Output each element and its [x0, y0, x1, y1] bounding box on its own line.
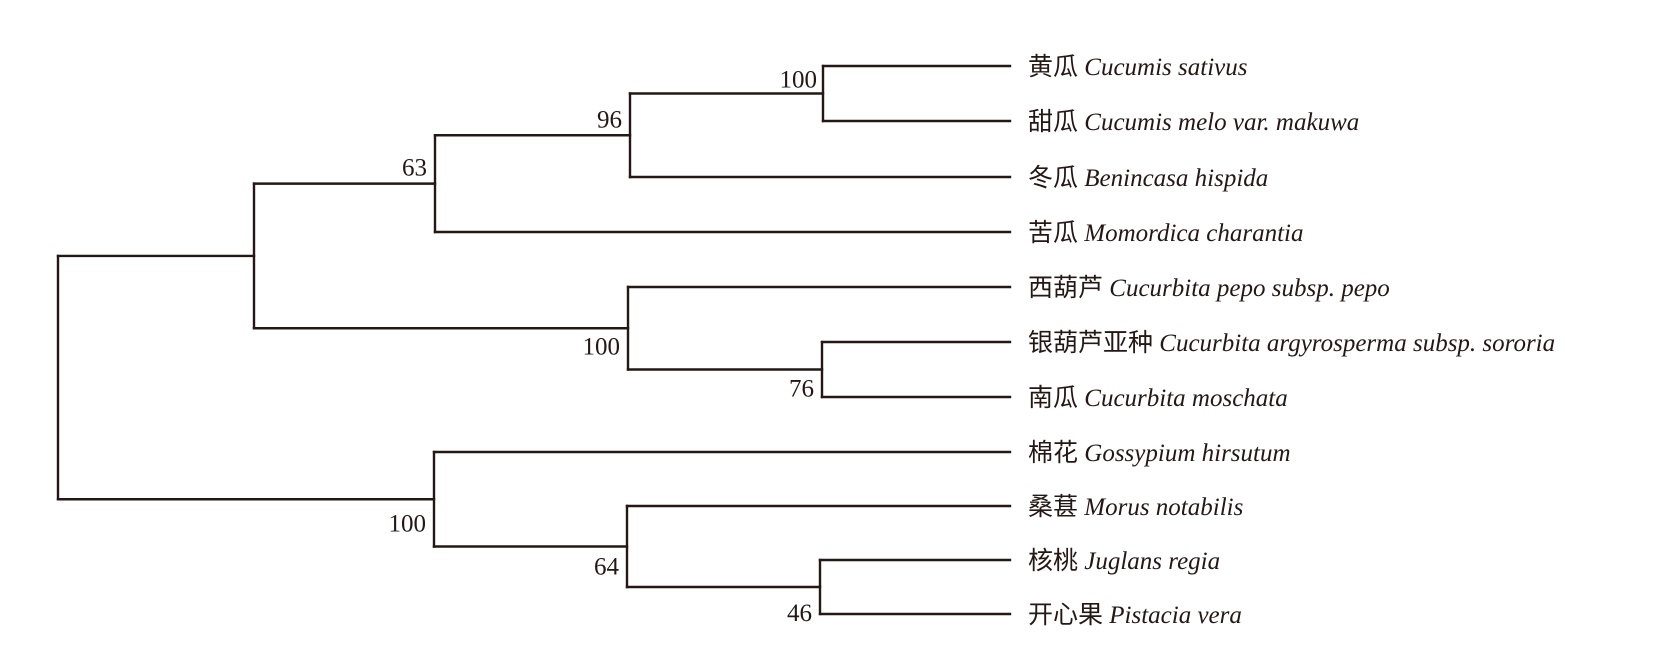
taxon-latin-name: Pistacia vera — [1108, 602, 1242, 629]
bootstrap-cucurbita-clade: 100 — [583, 333, 621, 360]
taxon-chinese-name: 核桃 — [1028, 547, 1084, 575]
taxon-latin-name: Cucumis melo var. makuwa — [1084, 109, 1359, 136]
taxon-chinese-name: 棉花 — [1028, 439, 1084, 467]
bootstrap-juglans-pistacia: 46 — [787, 600, 812, 627]
tree-branches — [56, 64, 1012, 616]
taxon-latin-name: Cucumis sativus — [1084, 54, 1247, 81]
taxon-chinese-name: 西葫芦 — [1028, 274, 1109, 302]
bootstrap-outgroup-clade: 100 — [389, 510, 427, 537]
taxon-label-cucurbita-pepo: 西葫芦 Cucurbita pepo subsp. pepo — [1028, 274, 1390, 302]
taxon-label-cucurbita-moschata: 南瓜 Cucurbita moschata — [1028, 384, 1288, 412]
taxon-latin-name: Cucurbita moschata — [1084, 385, 1287, 412]
taxon-label-cucumis-sativus: 黄瓜 Cucumis sativus — [1028, 53, 1247, 81]
taxon-latin-name: Momordica charantia — [1083, 220, 1303, 247]
bootstrap-cucumis-pair: 100 — [780, 67, 818, 94]
bootstrap-argyrosperma-moschata: 76 — [789, 376, 814, 403]
bootstrap-values: 100 96 63 100 76 100 64 46 — [389, 67, 818, 628]
bootstrap-cucumis-benincasa: 96 — [597, 106, 622, 133]
bootstrap-with-momordica: 63 — [402, 155, 427, 182]
taxon-chinese-name: 苦瓜 — [1028, 219, 1084, 247]
taxon-latin-name: Gossypium hirsutum — [1084, 440, 1290, 467]
taxon-chinese-name: 冬瓜 — [1028, 164, 1084, 192]
taxon-label-benincasa-hispida: 冬瓜 Benincasa hispida — [1028, 164, 1268, 192]
bootstrap-morus-juglans-pistacia: 64 — [594, 554, 620, 581]
taxon-label-cucumis-melo: 甜瓜 Cucumis melo var. makuwa — [1028, 108, 1359, 136]
taxon-latin-name: Juglans regia — [1084, 548, 1220, 575]
taxon-chinese-name: 南瓜 — [1028, 384, 1084, 412]
taxon-latin-name: Morus notabilis — [1083, 494, 1243, 521]
taxon-label-pistacia-vera: 开心果 Pistacia vera — [1028, 602, 1242, 629]
taxon-label-juglans-regia: 核桃 Juglans regia — [1028, 547, 1220, 575]
taxon-latin-name: Cucurbita argyrosperma subsp. sororia — [1159, 330, 1555, 357]
taxon-chinese-name: 银葫芦亚种 — [1028, 329, 1159, 357]
taxon-chinese-name: 桑葚 — [1028, 493, 1084, 521]
taxon-label-cucurbita-argyrosperma: 银葫芦亚种 Cucurbita argyrosperma subsp. soro… — [1028, 329, 1555, 357]
taxon-chinese-name: 开心果 — [1028, 602, 1109, 629]
taxon-latin-name: Benincasa hispida — [1084, 165, 1268, 192]
taxon-chinese-name: 黄瓜 — [1028, 53, 1084, 81]
taxon-label-morus-notabilis: 桑葚 Morus notabilis — [1028, 493, 1243, 521]
taxon-latin-name: Cucurbita pepo subsp. pepo — [1109, 275, 1390, 302]
taxon-label-gossypium-hirsutum: 棉花 Gossypium hirsutum — [1028, 439, 1291, 467]
taxon-chinese-name: 甜瓜 — [1028, 108, 1084, 136]
taxon-label-momordica-charantia: 苦瓜 Momordica charantia — [1028, 219, 1303, 247]
